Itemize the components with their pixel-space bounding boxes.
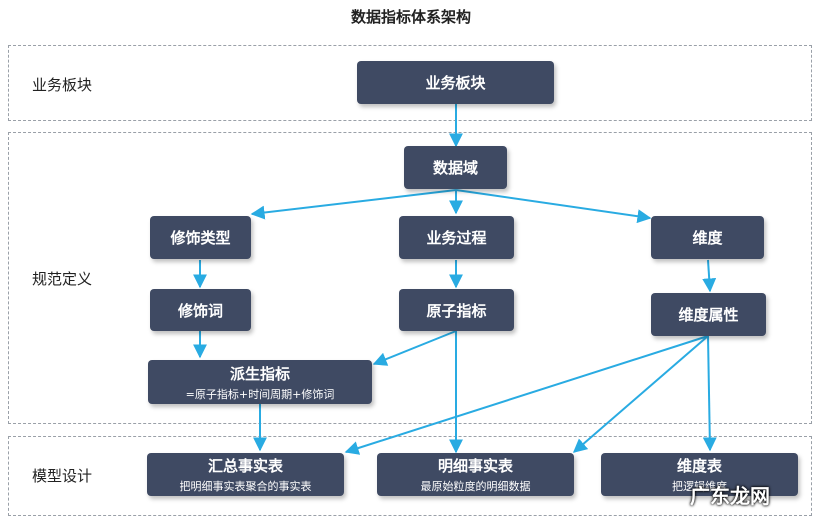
section-model (8, 436, 812, 516)
node-detail-fact-table: 明细事实表 最原始粒度的明细数据 (377, 453, 574, 496)
arrow-atomic-to-derived (372, 330, 457, 366)
arrow-domain-to-modifier-type (250, 189, 457, 220)
node-detail-fact-table-label: 明细事实表 (437, 457, 513, 475)
node-business-block: 业务板块 (357, 61, 554, 104)
arrow-attr-to-detail (572, 335, 709, 453)
node-summary-fact-table-label: 汇总事实表 (207, 457, 283, 475)
node-data-domain: 数据域 (404, 146, 507, 189)
node-business-process-label: 业务过程 (426, 229, 487, 247)
node-dimension-attribute: 维度属性 (651, 293, 766, 336)
arrow-attr-to-dimension-table (702, 335, 717, 452)
node-modifier-type-label: 修饰类型 (170, 229, 231, 247)
node-business-block-label: 业务板块 (425, 74, 486, 92)
node-modifier-word: 修饰词 (150, 289, 251, 331)
node-summary-fact-table-desc: 把明细事实表聚合的事实表 (179, 480, 312, 493)
section-label-business: 业务板块 (32, 76, 93, 94)
node-summary-fact-table: 汇总事实表 把明细事实表聚合的事实表 (147, 453, 344, 496)
node-dimension-attribute-label: 维度属性 (678, 306, 739, 324)
arrow-domain-to-dimension (455, 189, 652, 224)
section-label-spec: 规范定义 (32, 270, 93, 288)
arrow-attr-to-summary (344, 335, 709, 455)
section-spec (8, 132, 812, 424)
node-derived-metric-formula: =原子指标+时间周期+修饰词 (185, 387, 335, 401)
watermark: 广东龙网 (690, 484, 770, 508)
section-business (8, 45, 812, 121)
diagram-title: 数据指标体系架构 (350, 8, 471, 26)
node-dimension-table-desc: 把逻辑维度 (672, 480, 727, 493)
node-derived-metric: 派生指标 =原子指标+时间周期+修饰词 (148, 360, 372, 404)
node-modifier-word-label: 修饰词 (177, 301, 223, 320)
arrow-dimension-to-attr (702, 259, 717, 293)
node-dimension-table: 维度表 把逻辑维度 (601, 453, 798, 496)
node-atomic-metric-label: 原子指标 (426, 301, 487, 320)
node-dimension-table-label: 维度表 (676, 457, 722, 475)
node-detail-fact-table-desc: 最原始粒度的明细数据 (420, 480, 531, 493)
section-label-model: 模型设计 (32, 467, 93, 485)
node-dimension-label: 维度 (692, 229, 723, 247)
node-atomic-metric: 原子指标 (399, 289, 514, 331)
node-modifier-type: 修饰类型 (150, 216, 251, 259)
node-data-domain-label: 数据域 (432, 159, 478, 177)
node-dimension: 维度 (651, 216, 764, 259)
node-derived-metric-label: 派生指标 (229, 364, 290, 383)
node-business-process: 业务过程 (399, 216, 514, 259)
